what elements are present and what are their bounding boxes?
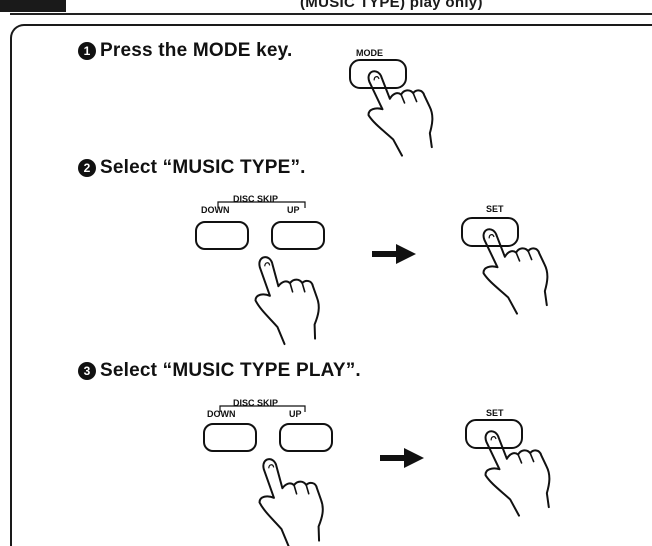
step-3-up-key <box>279 423 333 452</box>
step-3-text: Select “MUSIC TYPE PLAY”. <box>100 360 361 381</box>
step-1-heading: 1 Press the MODE key. <box>78 40 292 62</box>
step-3-disc-skip-label: DISC SKIP <box>233 398 279 408</box>
step-3-number: 3 <box>78 362 96 380</box>
right-arrow-icon <box>380 448 424 468</box>
section-tab-marker <box>0 0 66 12</box>
right-arrow-icon <box>372 244 416 264</box>
page-header: (MUSIC TYPE) play only) <box>300 0 483 11</box>
hand-pointer-icon <box>251 450 330 546</box>
step-2-up-key <box>271 221 325 250</box>
instruction-frame <box>10 24 652 546</box>
step-2-down-key <box>195 221 249 250</box>
step-2-bracket <box>217 201 306 208</box>
step-3-set-label: SET <box>486 408 504 418</box>
step-3-set-key <box>465 419 523 449</box>
step-3-heading: 3 Select “MUSIC TYPE PLAY”. <box>78 360 361 382</box>
step-1-number: 1 <box>78 42 96 60</box>
step-2-set-label: SET <box>486 204 504 214</box>
step-3-up-label: UP <box>289 409 302 419</box>
header-rule <box>10 13 652 15</box>
step-2-up-label: UP <box>287 205 300 215</box>
step-2-heading: 2 Select “MUSIC TYPE”. <box>78 157 306 179</box>
step-2-set-key <box>461 217 519 247</box>
step-2-down-label: DOWN <box>201 205 230 215</box>
step-2-number: 2 <box>78 159 96 177</box>
step-2-disc-skip-label: DISC SKIP <box>233 194 279 204</box>
hand-pointer-icon <box>247 248 326 349</box>
step-1-text: Press the MODE key. <box>100 40 293 61</box>
step-3-bracket <box>219 405 306 412</box>
step-2-text: Select “MUSIC TYPE”. <box>100 157 306 178</box>
step-3-down-label: DOWN <box>207 409 236 419</box>
mode-key-label: MODE <box>356 48 383 58</box>
step-3-down-key <box>203 423 257 452</box>
mode-key <box>349 59 407 89</box>
